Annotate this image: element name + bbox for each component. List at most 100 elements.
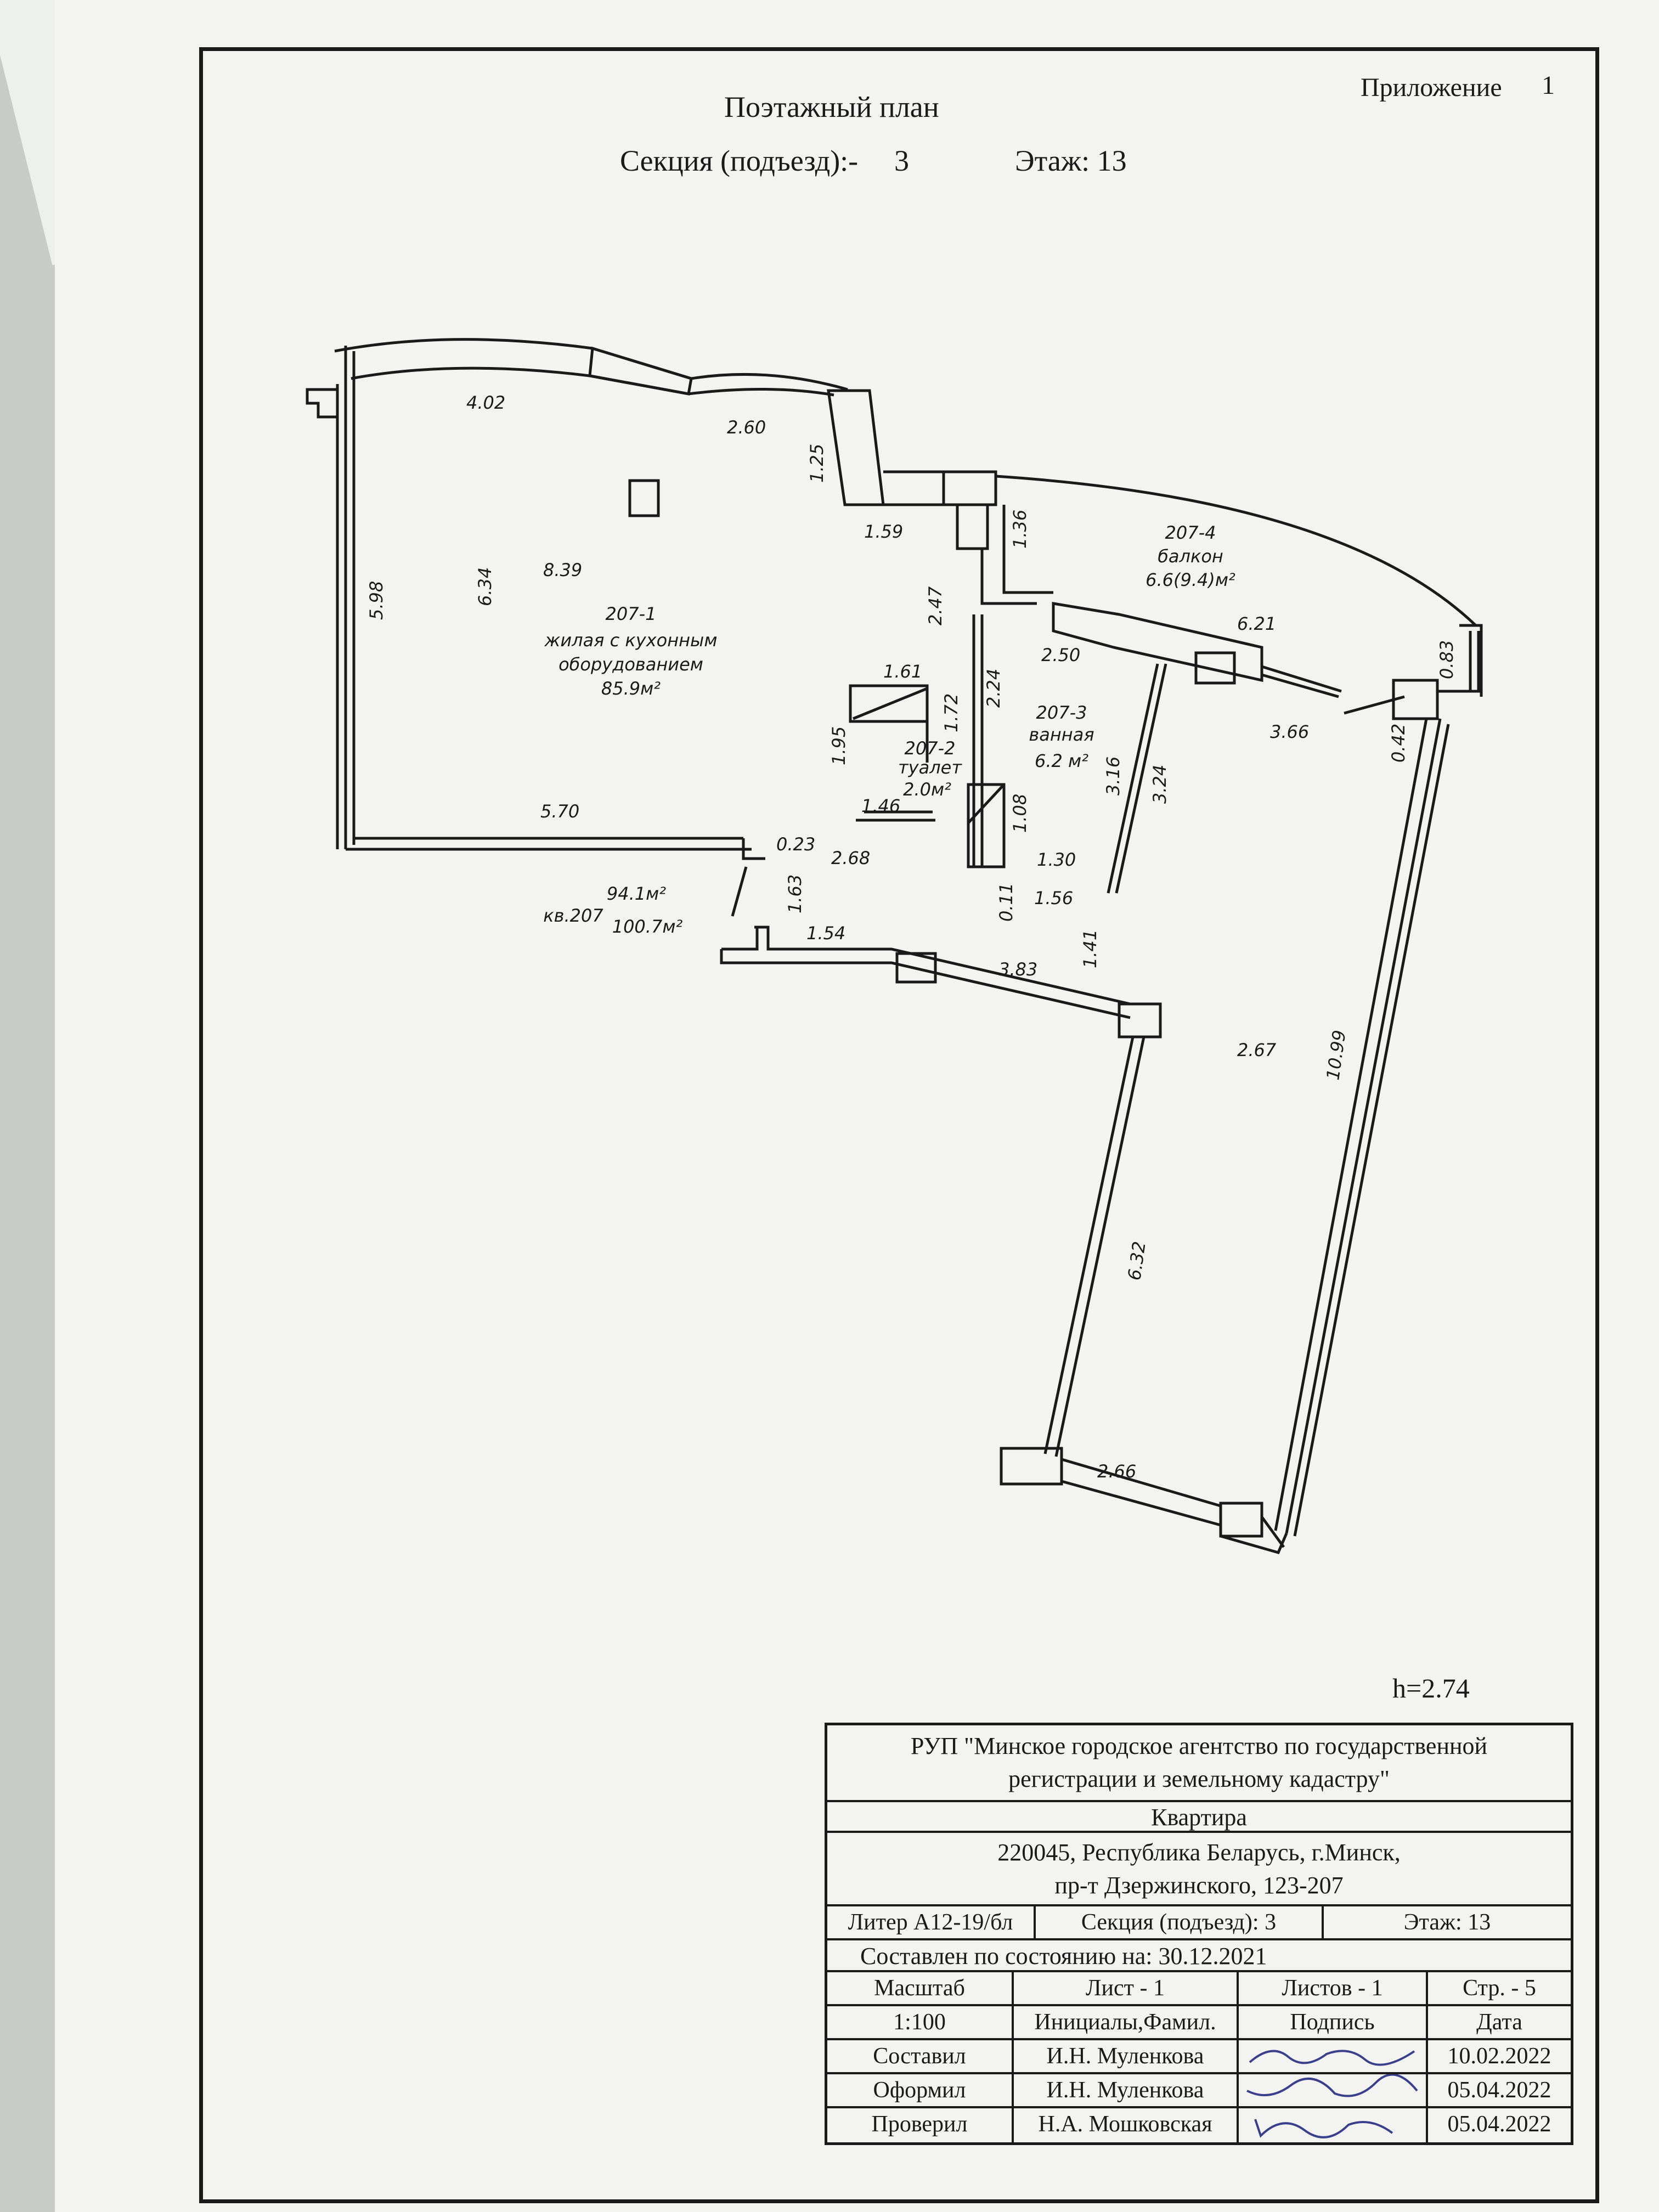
page-title: Поэтажный план <box>724 91 939 123</box>
stamp-signature <box>1239 2074 1428 2106</box>
dim-label: 8.39 <box>543 560 582 580</box>
dim-label: 1.46 <box>861 795 900 816</box>
wall-main-bottom <box>346 837 765 860</box>
title-block-stamp: РУП "Минское городское агентство по госу… <box>825 1723 1573 2145</box>
toilet-fixture <box>849 684 929 723</box>
dim-label: 1.30 <box>1037 849 1076 870</box>
wall-bottom-closing <box>1220 1533 1288 1555</box>
stamp-person: И.Н. Муленкова <box>1014 2040 1239 2072</box>
dim-label: 1.63 <box>785 874 805 913</box>
dim-label: 3.83 <box>998 959 1037 980</box>
apartment-label: кв.207 <box>543 905 603 926</box>
dim-label: 1.56 <box>1034 888 1073 909</box>
dim-label: 3.24 <box>1149 765 1170 804</box>
wall-bath-left <box>980 505 1053 605</box>
dim-label: 0.11 <box>996 883 1017 922</box>
room-name-bath: ванная <box>1029 724 1094 745</box>
dim-label: 2.47 <box>925 586 946 625</box>
dim-label: 2.24 <box>983 669 1004 708</box>
dim-label: 1.36 <box>1009 510 1030 549</box>
wall-curved-top <box>334 338 848 397</box>
stamp-sheet: Лист - 1 <box>1014 1972 1239 2004</box>
stamp-liter: Литер А12-19/бл <box>827 1906 1036 1938</box>
appendix-label: Приложение <box>1361 73 1502 102</box>
wall-stub-left <box>306 388 339 419</box>
stamp-row-formatted: Оформил И.Н. Муленкова 05.04.2022 <box>827 2074 1571 2108</box>
stamp-scale-label: Масштаб <box>827 1972 1014 2004</box>
dim-label: 2.67 <box>1237 1040 1277 1060</box>
balcony-door <box>1261 665 1342 698</box>
ceiling-height-label: h=2.74 <box>1392 1673 1470 1703</box>
toilet-partition <box>856 686 935 822</box>
dim-label: 1.25 <box>806 444 827 483</box>
stamp-address-line2: пр-т Дзержинского, 123-207 <box>1054 1872 1344 1899</box>
stamp-columns-row: 1:100 Инициалы,Фамил. Подпись Дата <box>827 2006 1571 2040</box>
dim-label: 10.99 <box>1322 1029 1350 1081</box>
apartment-area-living: 94.1м² <box>607 883 666 904</box>
room-name-living-2: оборудованием <box>558 654 703 675</box>
dim-label: 1.72 <box>941 693 962 732</box>
balcony-door-swing <box>1344 695 1405 715</box>
stamp-date: 05.04.2022 <box>1447 2078 1551 2103</box>
stamp-address: 220045, Республика Беларусь, г.Минск, пр… <box>827 1833 1571 1906</box>
stamp-date: 10.02.2022 <box>1447 2044 1551 2069</box>
balcony-curve <box>995 475 1483 697</box>
dim-label: 3.66 <box>1270 721 1309 742</box>
dim-label: 5.70 <box>540 801 579 822</box>
dim-label: 6.34 <box>475 567 495 606</box>
dim-label: 6.21 <box>1237 613 1276 634</box>
room-area-living: 85.9м² <box>601 678 661 699</box>
column-center <box>942 470 997 550</box>
stamp-page: Стр. - 5 <box>1463 1976 1536 2001</box>
room-name-toilet: туалет <box>898 757 962 778</box>
section-value: 3 <box>894 144 909 177</box>
document-paper <box>55 0 1659 2212</box>
wall-left <box>336 346 356 849</box>
stamp-address-line1: 220045, Республика Беларусь, г.Минск, <box>997 1839 1401 1866</box>
handwritten-signature-icon <box>1254 2119 1393 2138</box>
stamp-row-checked: Проверил Н.А. Мошковская 05.04.2022 <box>827 2108 1571 2142</box>
balcony-rail <box>1469 631 1480 691</box>
stamp-role: Проверил <box>827 2108 1014 2142</box>
column-corridor-right <box>1118 1002 1162 1039</box>
stamp-state-label: Составлен по состоянию на: <box>860 1943 1153 1970</box>
stamp-scale-value: 1:100 <box>827 2006 1014 2038</box>
column-bottom-right <box>1219 1502 1263 1538</box>
stamp-row-compiled: Составил И.Н. Муленкова 10.02.2022 <box>827 2040 1571 2074</box>
stamp-section: Секция (подъезд): 3 <box>1036 1906 1324 1938</box>
stamp-col-initials: Инициалы,Фамил. <box>1014 2006 1239 2038</box>
stamp-org-line1: РУП "Минское городское агентство по госу… <box>910 1733 1488 1759</box>
stamp-liter-row: Литер А12-19/бл Секция (подъезд): 3 Этаж… <box>827 1906 1571 1940</box>
column-bath <box>1194 651 1236 685</box>
appendix-number: 1 <box>1542 71 1555 100</box>
dim-label: 3.16 <box>1103 757 1124 795</box>
dim-label: 1.41 <box>1080 929 1101 968</box>
stamp-signature <box>1239 2108 1428 2142</box>
dim-label: 6.32 <box>1124 1240 1150 1282</box>
room-id-bath: 207-3 <box>1036 702 1087 723</box>
stamp-date: 05.04.2022 <box>1447 2112 1551 2137</box>
room-area-toilet: 2.0м² <box>903 779 951 800</box>
dim-label: 2.60 <box>727 417 766 438</box>
section-label: Секция (подъезд):- <box>620 144 859 177</box>
wall-top-return <box>827 389 944 506</box>
stamp-state: Составлен по состоянию на: 30.12.2021 <box>827 1940 1571 1972</box>
stamp-state-date: 30.12.2021 <box>1158 1943 1267 1970</box>
drawing-frame <box>199 47 1599 2203</box>
wall-entry-stub <box>754 926 770 949</box>
column-corridor <box>895 952 937 984</box>
dim-label: 0.83 <box>1436 640 1457 679</box>
stamp-organization: РУП "Минское городское агентство по госу… <box>827 1725 1571 1802</box>
room-area-bath: 6.2 м² <box>1035 751 1088 771</box>
wall-bottom <box>1061 1458 1221 1527</box>
wall-bath-balcony <box>1052 602 1263 682</box>
room-name-living: жилая с кухонным <box>544 630 718 651</box>
handwritten-signature-icon <box>1249 2050 1415 2066</box>
wall-toilet-bath <box>971 614 1004 868</box>
stamp-col-signature: Подпись <box>1239 2006 1428 2038</box>
dim-label: 1.95 <box>828 726 849 765</box>
dim-label: 2.66 <box>1097 1461 1136 1482</box>
dim-label: 2.50 <box>1041 645 1080 665</box>
column-main-room <box>628 479 660 517</box>
dim-label: 5.98 <box>366 581 387 620</box>
